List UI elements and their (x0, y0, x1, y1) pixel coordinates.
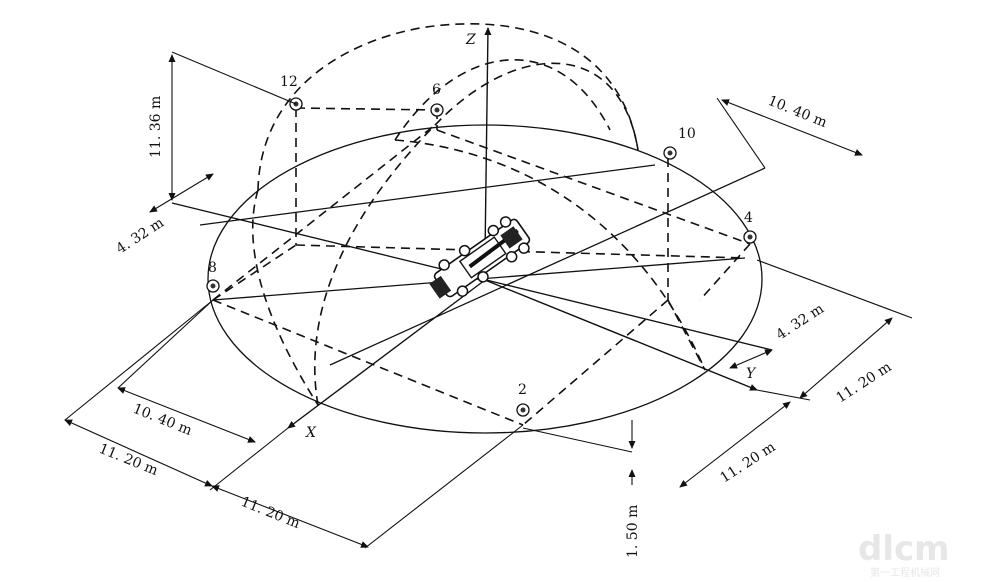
dim-bottom-ext-b (364, 424, 524, 549)
dim-height-top: 11. 36 m (148, 96, 164, 158)
svg-text:第一工程机械网: 第一工程机械网 (870, 566, 940, 579)
dim-left-small-line (149, 173, 214, 213)
mic-label-12: 12 (280, 74, 298, 90)
dashed-10-2 (522, 299, 669, 426)
dim-mic-height-ext (522, 427, 633, 453)
dim-right-top: 10. 40 m (766, 93, 830, 131)
mic-label-2: 2 (518, 382, 527, 398)
microphone-12: 12 (280, 74, 303, 111)
dim-left-small: 4. 32 m (113, 215, 166, 257)
dim-bottom-ext-a (209, 427, 289, 491)
hemisphere-arc-6-2 (394, 59, 611, 141)
dim-right-mid-line (799, 317, 893, 399)
dashed-8-10 (212, 124, 436, 301)
dim-right-top-line (721, 99, 863, 156)
crane-icon (429, 216, 531, 299)
dim-mic-height: 1. 50 m (625, 505, 641, 558)
dim-left-lower: 11. 20 m (97, 441, 161, 479)
mic-label-10: 10 (678, 126, 696, 142)
dim-right-small-line (729, 349, 773, 369)
svg-text:dlcm: dlcm (858, 529, 950, 569)
ground-line-diag-b (199, 164, 656, 226)
dim-left-mid-ext (117, 299, 214, 389)
dashed-10-to-2 (667, 299, 706, 371)
z-axis-label: Z (465, 32, 476, 48)
dim-left-mid-line (117, 387, 256, 443)
microphone-10: 10 (663, 126, 696, 160)
dim-right-lower-ext (756, 389, 811, 401)
dim-bottom-line (211, 485, 369, 548)
dim-right-lower: 11. 20 m (717, 439, 778, 486)
dim-right-mid: 11. 20 m (833, 359, 894, 406)
y-axis-label: Y (746, 366, 757, 382)
dim-right-lower-line (679, 401, 791, 488)
x-axis (287, 279, 486, 429)
dim-right-mid-ext (756, 259, 913, 319)
microphone-2: 2 (516, 382, 530, 417)
dim-right-top-ext (716, 97, 766, 169)
x-axis-label: X (305, 425, 317, 441)
microphone-4: 4 (743, 210, 757, 244)
hemisphere-arc-12-10 (257, 23, 639, 191)
hemisphere-arc-12-x (251, 189, 319, 406)
dashed-8-2 (212, 299, 524, 426)
dashed-6-4 (436, 129, 751, 245)
dashed-4-down (699, 243, 751, 301)
dim-left-lower-line (64, 419, 213, 487)
mic-label-8: 8 (208, 260, 217, 276)
mic-label-6: 6 (432, 82, 441, 98)
dim-left-mid: 10. 40 m (131, 401, 195, 439)
dim-right-small: 4. 32 m (773, 301, 826, 343)
z-axis (484, 27, 492, 256)
watermark-logo: dlcm 第一工程机械网 (858, 529, 950, 579)
hemisphere-arc-6-y (394, 139, 706, 371)
mic-label-4: 4 (744, 210, 753, 226)
dashed-12-6 (295, 107, 438, 111)
microphone-6: 6 (430, 82, 444, 117)
dim-height-top-ext (171, 51, 297, 105)
hemisphere-arc-8-4 (314, 62, 639, 406)
microphone-8: 8 (206, 260, 220, 293)
measurement-ellipse (207, 124, 763, 434)
dim-bottom: 11. 20 m (239, 494, 303, 532)
dim-left-lower-ext (64, 299, 214, 421)
ground-line-diag-a (329, 167, 766, 366)
dashed-8-12 (212, 244, 297, 301)
y-axis (484, 279, 758, 391)
